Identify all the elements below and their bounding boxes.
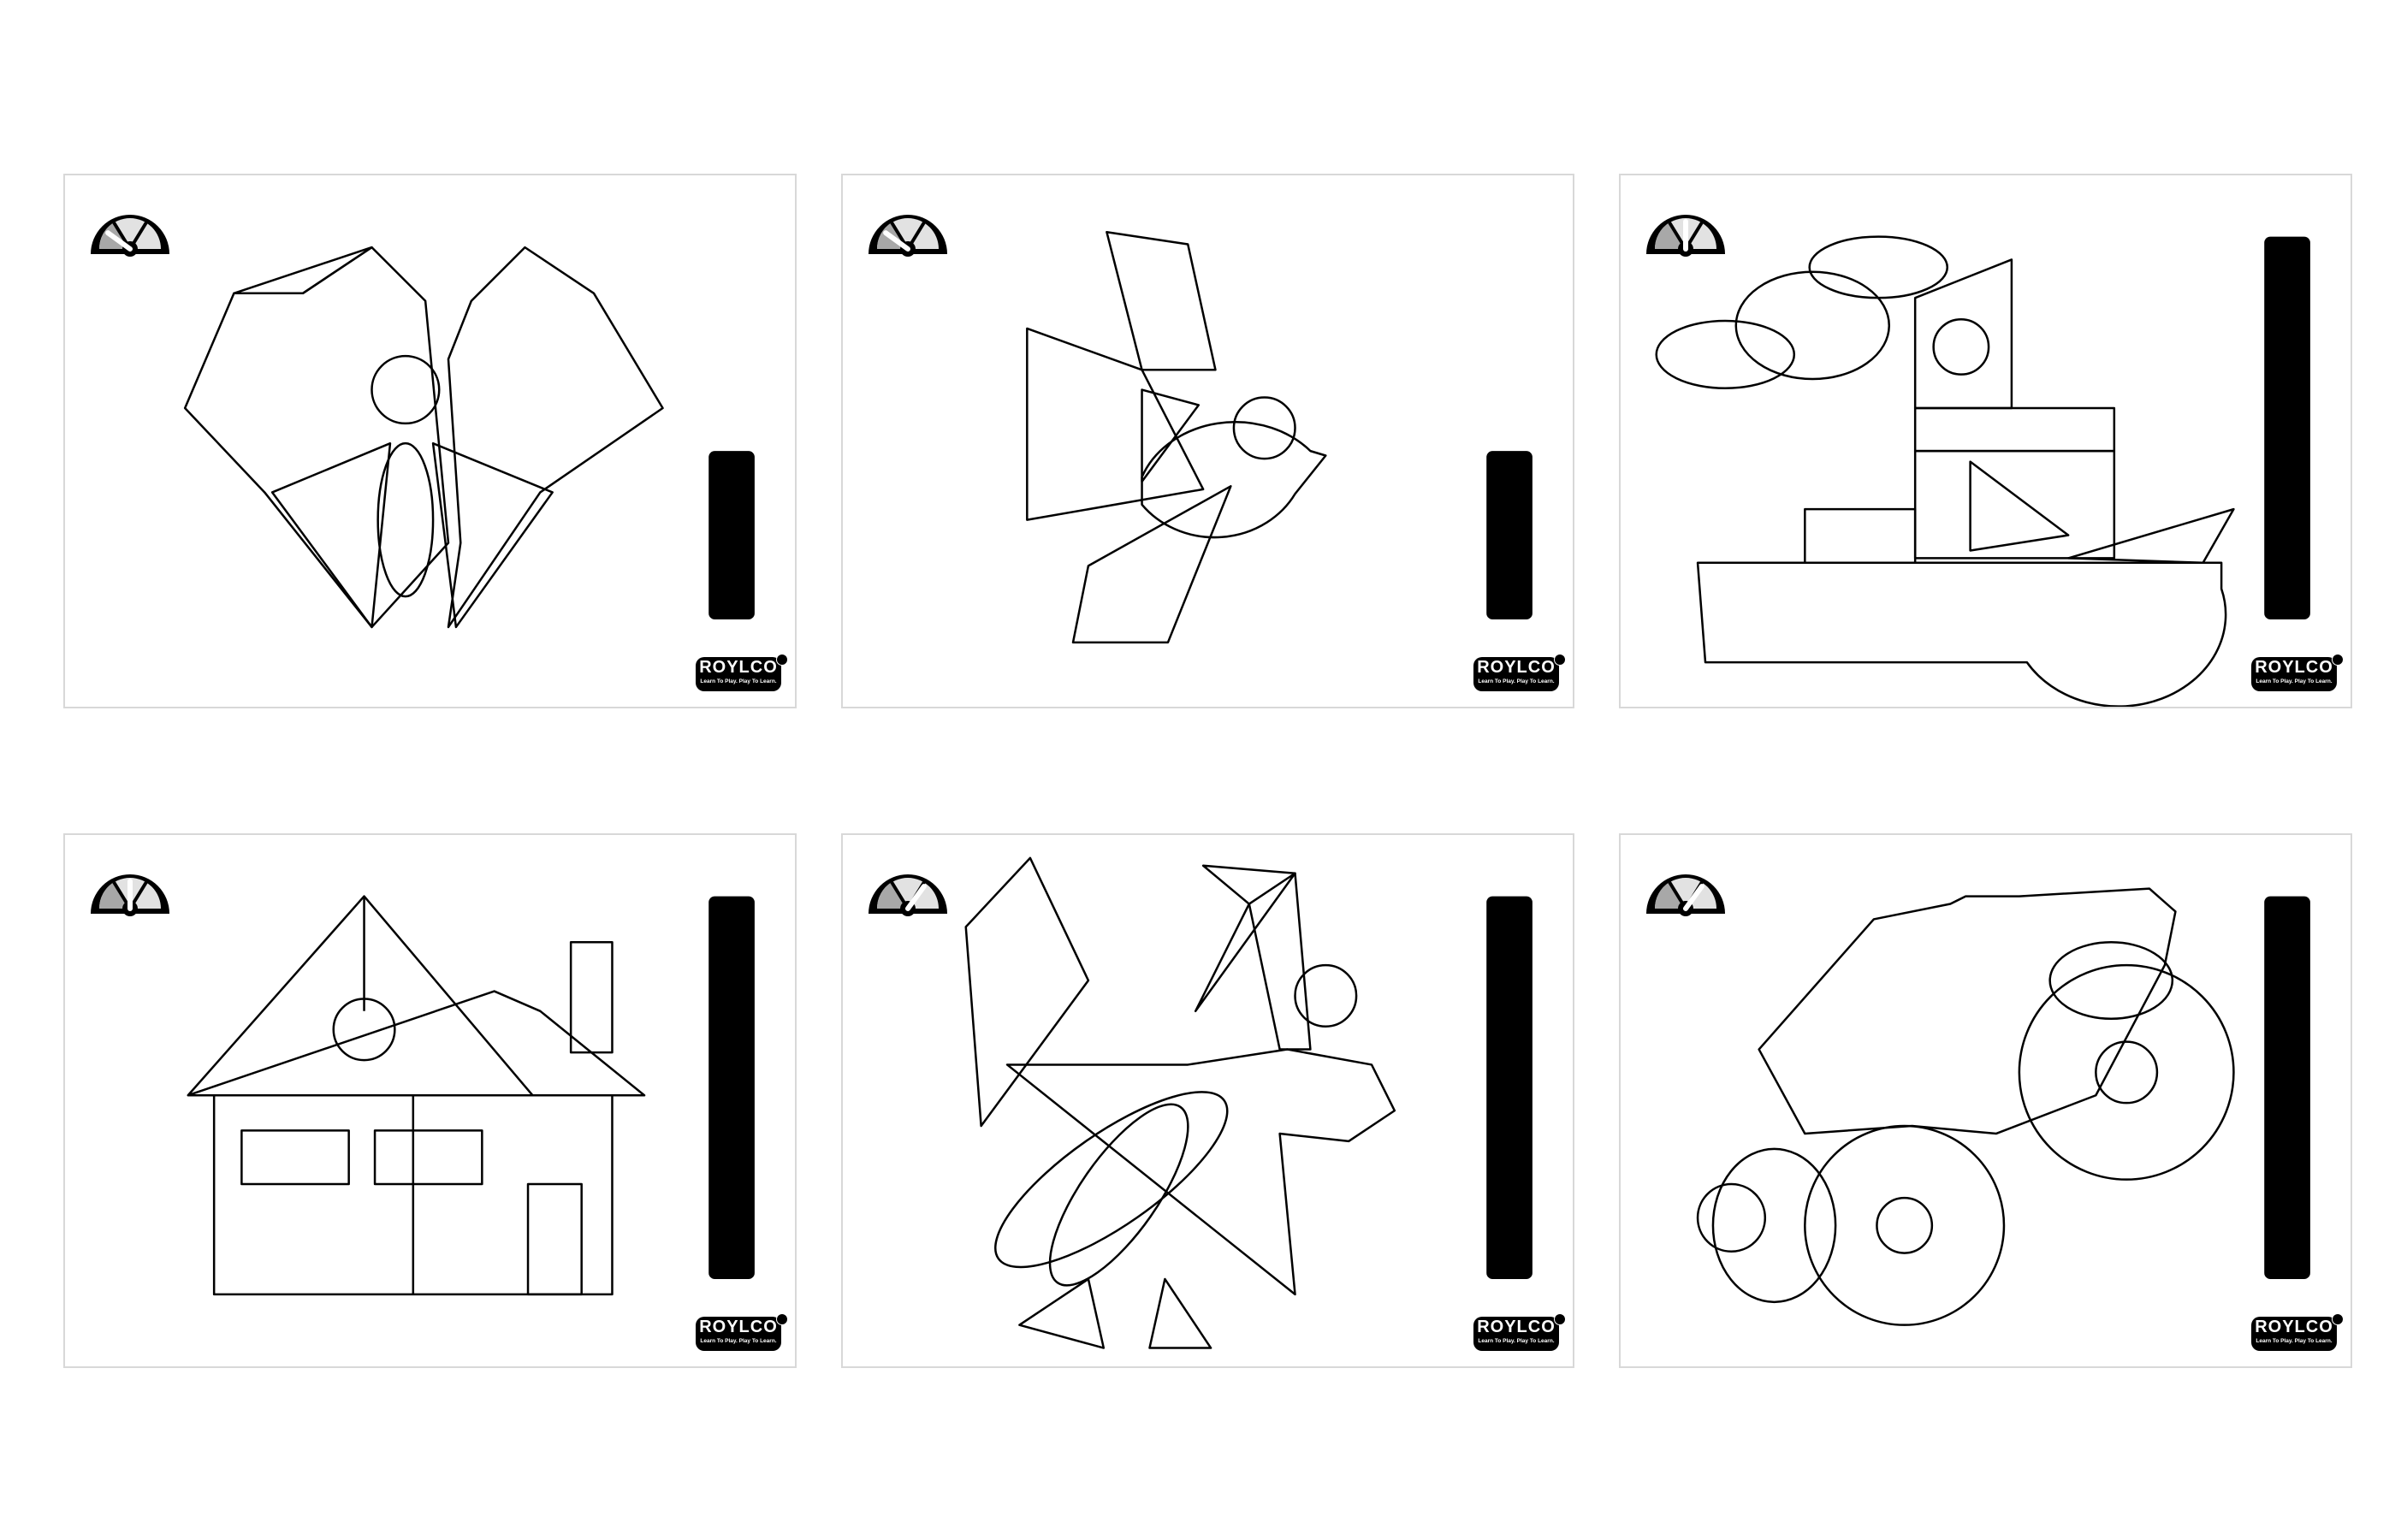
difficulty-gauge-icon	[1646, 215, 1725, 257]
roylco-logo: ROYLCO Learn To Play. Play To Learn.	[1473, 654, 1566, 691]
roylco-logo: ROYLCO Learn To Play. Play To Learn.	[696, 1313, 788, 1351]
roylco-logo: ROYLCO Learn To Play. Play To Learn.	[696, 654, 788, 691]
brand-tagline: Learn To Play. Play To Learn.	[2256, 1338, 2333, 1344]
roylco-logo: ROYLCO Learn To Play. Play To Learn.	[1473, 1313, 1566, 1351]
brand-name: ROYLCO	[699, 658, 778, 677]
puzzle-card-butterfly: ROYLCO Learn To Play. Play To Learn.	[63, 174, 797, 708]
butterfly-outline-drawing	[183, 246, 755, 629]
brand-name: ROYLCO	[2255, 658, 2333, 677]
puzzle-card-car: ROYLCO Learn To Play. Play To Learn.	[1619, 833, 2352, 1368]
brand-tagline: Learn To Play. Play To Learn.	[700, 1338, 777, 1344]
fish-outline-drawing	[1026, 230, 1533, 644]
puzzle-card-boat: ROYLCO Learn To Play. Play To Learn.	[1619, 174, 2352, 708]
brand-tagline: Learn To Play. Play To Learn.	[1478, 678, 1555, 684]
difficulty-gauge-icon	[91, 215, 169, 257]
boat-outline-drawing	[1655, 235, 2310, 707]
brand-name: ROYLCO	[2255, 1318, 2333, 1336]
brand-name: ROYLCO	[699, 1318, 778, 1336]
difficulty-gauge-icon	[869, 215, 947, 257]
car-outline-drawing	[1696, 887, 2310, 1326]
brand-tagline: Learn To Play. Play To Learn.	[2256, 678, 2333, 684]
brand-tagline: Learn To Play. Play To Learn.	[700, 678, 777, 684]
brand-name: ROYLCO	[1477, 1318, 1556, 1336]
difficulty-gauge-icon	[1646, 874, 1725, 916]
puzzle-card-rooster: ROYLCO Learn To Play. Play To Learn.	[841, 833, 1574, 1368]
difficulty-gauge-icon	[869, 874, 947, 916]
house-outline-drawing	[187, 895, 755, 1296]
brand-tagline: Learn To Play. Play To Learn.	[1478, 1338, 1555, 1344]
roylco-logo: ROYLCO Learn To Play. Play To Learn.	[2251, 654, 2344, 691]
difficulty-gauge-icon	[91, 874, 169, 916]
brand-name: ROYLCO	[1477, 658, 1556, 677]
roylco-logo: ROYLCO Learn To Play. Play To Learn.	[2251, 1313, 2344, 1351]
rooster-outline-drawing	[964, 856, 1533, 1349]
puzzle-card-fish: ROYLCO Learn To Play. Play To Learn.	[841, 174, 1574, 708]
puzzle-card-house: ROYLCO Learn To Play. Play To Learn.	[63, 833, 797, 1368]
